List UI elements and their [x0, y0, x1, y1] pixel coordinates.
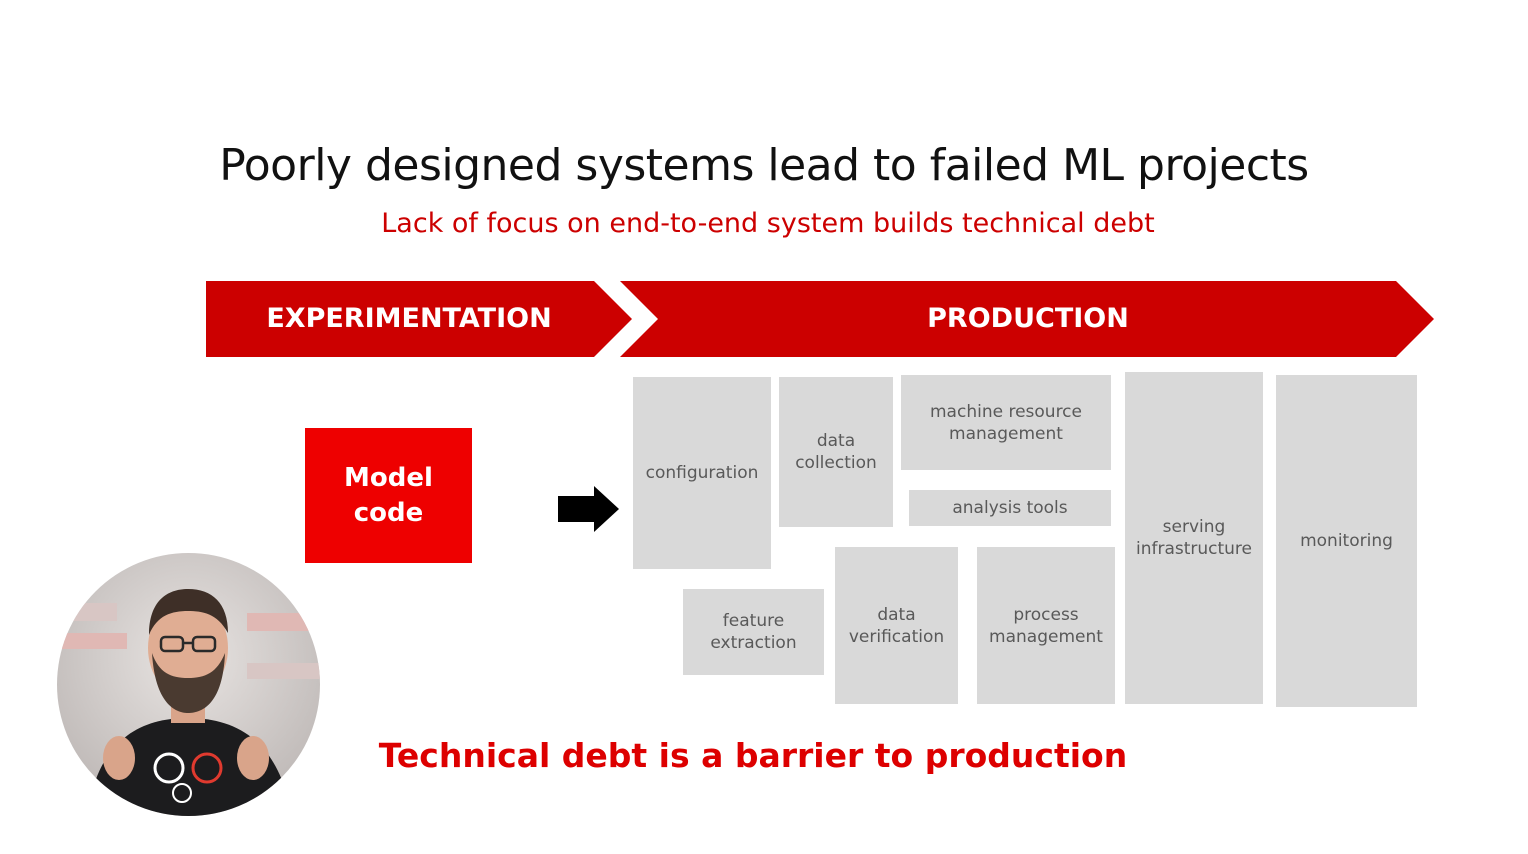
block-analysis-tools: analysis tools	[909, 490, 1111, 526]
production-banner-shape	[620, 281, 1434, 357]
block-process-management: process management	[977, 547, 1115, 704]
slide-footer: Technical debt is a barrier to productio…	[378, 736, 1128, 775]
block-machine-resource-management: machine resource management	[901, 375, 1111, 470]
model-code-box: Model code	[305, 428, 472, 563]
block-configuration: configuration	[633, 377, 771, 569]
block-data-collection: data collection	[779, 377, 893, 527]
block-monitoring: monitoring	[1276, 375, 1417, 707]
block-serving-infrastructure: serving infrastructure	[1125, 372, 1263, 704]
slide-title: Poorly designed systems lead to failed M…	[219, 140, 1309, 191]
presenter-video-icon	[57, 553, 320, 816]
block-feature-extraction: feature extraction	[683, 589, 824, 675]
experimentation-banner-shape	[206, 281, 632, 357]
slide-subtitle: Lack of focus on end-to-end system build…	[381, 208, 1155, 239]
block-data-verification: data verification	[835, 547, 958, 704]
right-arrow-icon	[558, 486, 619, 532]
stage-experimentation-label: EXPERIMENTATION	[266, 303, 552, 334]
stage-production-label: PRODUCTION	[927, 303, 1129, 334]
